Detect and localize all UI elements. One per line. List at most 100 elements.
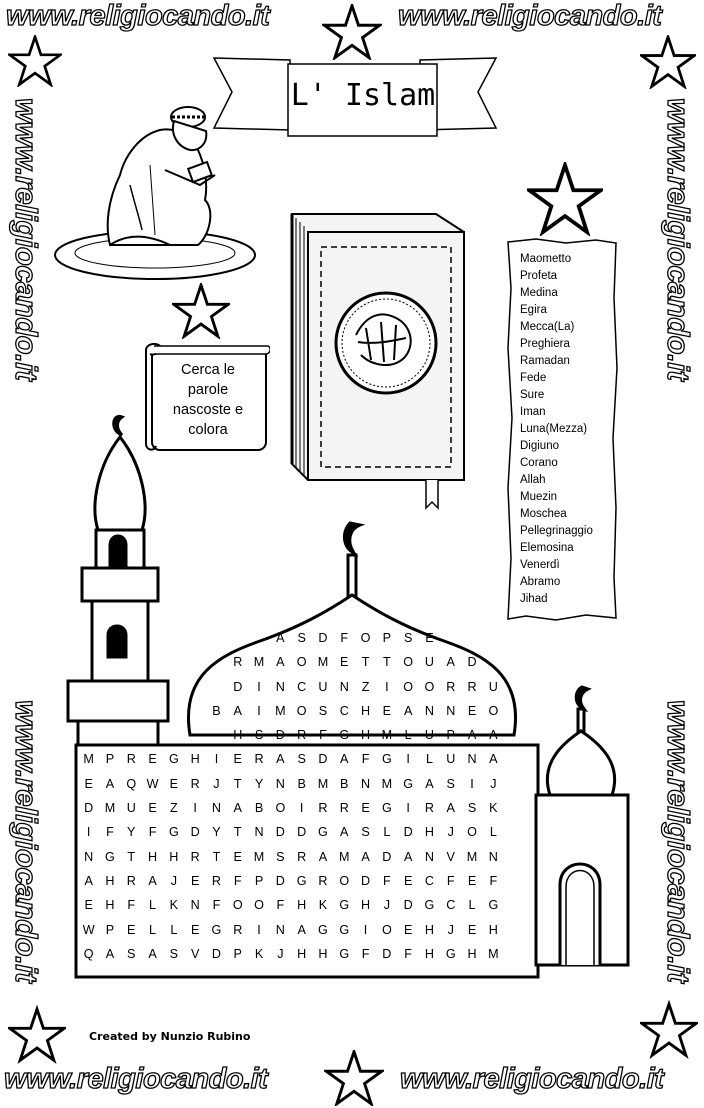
grid-cell[interactable]: S xyxy=(127,946,136,961)
grid-cell[interactable]: A xyxy=(233,703,242,718)
grid-cell[interactable]: E xyxy=(382,703,392,718)
grid-cell[interactable]: T xyxy=(127,849,136,864)
grid-cell[interactable]: P xyxy=(233,946,242,961)
grid-cell[interactable]: L xyxy=(404,728,412,743)
grid-cell[interactable]: I xyxy=(193,801,197,816)
grid-cell[interactable]: I xyxy=(214,752,219,767)
grid-cell[interactable]: A xyxy=(340,825,349,840)
grid-cell[interactable]: R xyxy=(190,849,200,864)
grid-cell[interactable]: B xyxy=(340,776,349,791)
grid-cell[interactable]: F xyxy=(340,631,349,645)
grid-cell[interactable]: A xyxy=(276,655,285,670)
grid-cell[interactable]: D xyxy=(382,849,392,864)
grid-cell[interactable]: W xyxy=(146,776,159,791)
grid-cell[interactable]: J xyxy=(490,776,497,791)
grid-cell[interactable]: A xyxy=(361,849,370,864)
grid-cell[interactable]: R xyxy=(467,679,477,694)
grid-cell[interactable]: O xyxy=(403,679,414,694)
grid-cell[interactable]: V xyxy=(190,946,200,961)
grid-cell[interactable]: R xyxy=(297,728,307,743)
grid-cell[interactable]: R xyxy=(424,801,434,816)
grid-cell[interactable]: O xyxy=(254,898,264,913)
grid-cell[interactable]: N xyxy=(360,776,371,791)
grid-cell[interactable]: G xyxy=(339,922,350,937)
grid-cell[interactable]: P xyxy=(446,728,455,743)
grid-cell[interactable]: R xyxy=(318,801,328,816)
grid-cell[interactable]: S xyxy=(446,776,455,791)
grid-cell[interactable]: I xyxy=(257,679,261,694)
grid-cell[interactable]: A xyxy=(489,728,498,743)
grid-cell[interactable]: M xyxy=(488,946,499,961)
grid-cell[interactable]: G xyxy=(211,922,222,937)
grid-cell[interactable]: S xyxy=(467,801,477,816)
grid-cell[interactable]: H xyxy=(297,946,307,961)
grid-cell[interactable]: G xyxy=(381,752,392,767)
grid-cell[interactable]: N xyxy=(446,703,456,718)
grid-cell[interactable]: G xyxy=(168,752,179,767)
grid-cell[interactable]: U xyxy=(488,679,498,694)
grid-cell[interactable]: G xyxy=(403,776,414,791)
grid-cell[interactable]: D xyxy=(84,801,94,816)
grid-cell[interactable]: M xyxy=(317,776,329,791)
grid-cell[interactable]: L xyxy=(383,825,391,840)
grid-cell[interactable]: I xyxy=(406,801,410,816)
grid-cell[interactable]: N xyxy=(84,849,94,864)
grid-cell[interactable]: J xyxy=(447,922,454,937)
grid-cell[interactable]: N xyxy=(190,898,200,913)
grid-cell[interactable]: S xyxy=(361,825,370,840)
grid-cell[interactable]: E xyxy=(425,631,434,645)
grid-cell[interactable]: N xyxy=(424,849,434,864)
grid-cell[interactable]: A xyxy=(446,655,455,670)
grid-cell[interactable]: H xyxy=(318,946,328,961)
grid-cell[interactable]: G xyxy=(296,873,307,888)
grid-cell[interactable]: S xyxy=(318,703,328,718)
grid-cell[interactable]: R xyxy=(233,655,243,670)
grid-cell[interactable]: G xyxy=(318,922,328,937)
grid-cell[interactable]: J xyxy=(447,825,454,840)
grid-cell[interactable]: J xyxy=(213,776,220,791)
grid-cell[interactable]: A xyxy=(403,703,413,718)
grid-cell[interactable]: D xyxy=(360,873,371,888)
grid-cell[interactable]: J xyxy=(383,898,390,913)
grid-cell[interactable]: O xyxy=(424,679,435,694)
grid-cell[interactable]: M xyxy=(338,849,350,864)
grid-cell[interactable]: I xyxy=(363,922,368,937)
grid-cell[interactable]: N xyxy=(339,679,349,694)
grid-cell[interactable]: E xyxy=(233,849,242,864)
grid-cell[interactable]: E xyxy=(148,801,157,816)
grid-cell[interactable]: E xyxy=(361,801,370,816)
grid-cell[interactable]: E xyxy=(84,776,93,791)
grid-cell[interactable]: E xyxy=(403,922,413,937)
grid-cell[interactable]: Y xyxy=(212,825,221,840)
grid-cell[interactable]: A xyxy=(297,922,306,937)
grid-cell[interactable]: A xyxy=(148,873,157,888)
grid-cell[interactable]: N xyxy=(488,849,498,864)
grid-cell[interactable]: F xyxy=(233,873,242,888)
grid-cell[interactable]: A xyxy=(233,801,242,816)
grid-cell[interactable]: E xyxy=(467,873,477,888)
grid-cell[interactable]: L xyxy=(149,898,157,913)
grid-cell[interactable]: E xyxy=(127,922,136,937)
grid-cell[interactable]: L xyxy=(489,825,497,840)
grid-cell[interactable]: F xyxy=(148,825,157,840)
grid-cell[interactable]: I xyxy=(385,679,389,694)
grid-cell[interactable]: E xyxy=(340,655,349,670)
grid-cell[interactable]: H xyxy=(105,873,115,888)
grid-cell[interactable]: K xyxy=(254,946,264,961)
grid-cell[interactable]: I xyxy=(257,922,261,937)
grid-cell[interactable]: C xyxy=(446,898,456,913)
grid-cell[interactable]: O xyxy=(296,703,307,718)
grid-cell[interactable]: Y xyxy=(254,776,264,791)
grid-cell[interactable]: B xyxy=(254,801,264,816)
grid-cell[interactable]: U xyxy=(424,728,434,743)
grid-cell[interactable]: D xyxy=(403,898,413,913)
grid-cell[interactable]: H xyxy=(467,946,477,961)
grid-cell[interactable]: H xyxy=(424,946,434,961)
grid-cell[interactable]: Q xyxy=(83,946,94,961)
grid-cell[interactable]: H xyxy=(105,898,115,913)
grid-cell[interactable]: D xyxy=(211,946,221,961)
grid-cell[interactable]: D xyxy=(318,631,328,645)
grid-cell[interactable]: N xyxy=(275,922,285,937)
grid-cell[interactable]: N xyxy=(254,825,264,840)
grid-cell[interactable]: E xyxy=(84,898,93,913)
